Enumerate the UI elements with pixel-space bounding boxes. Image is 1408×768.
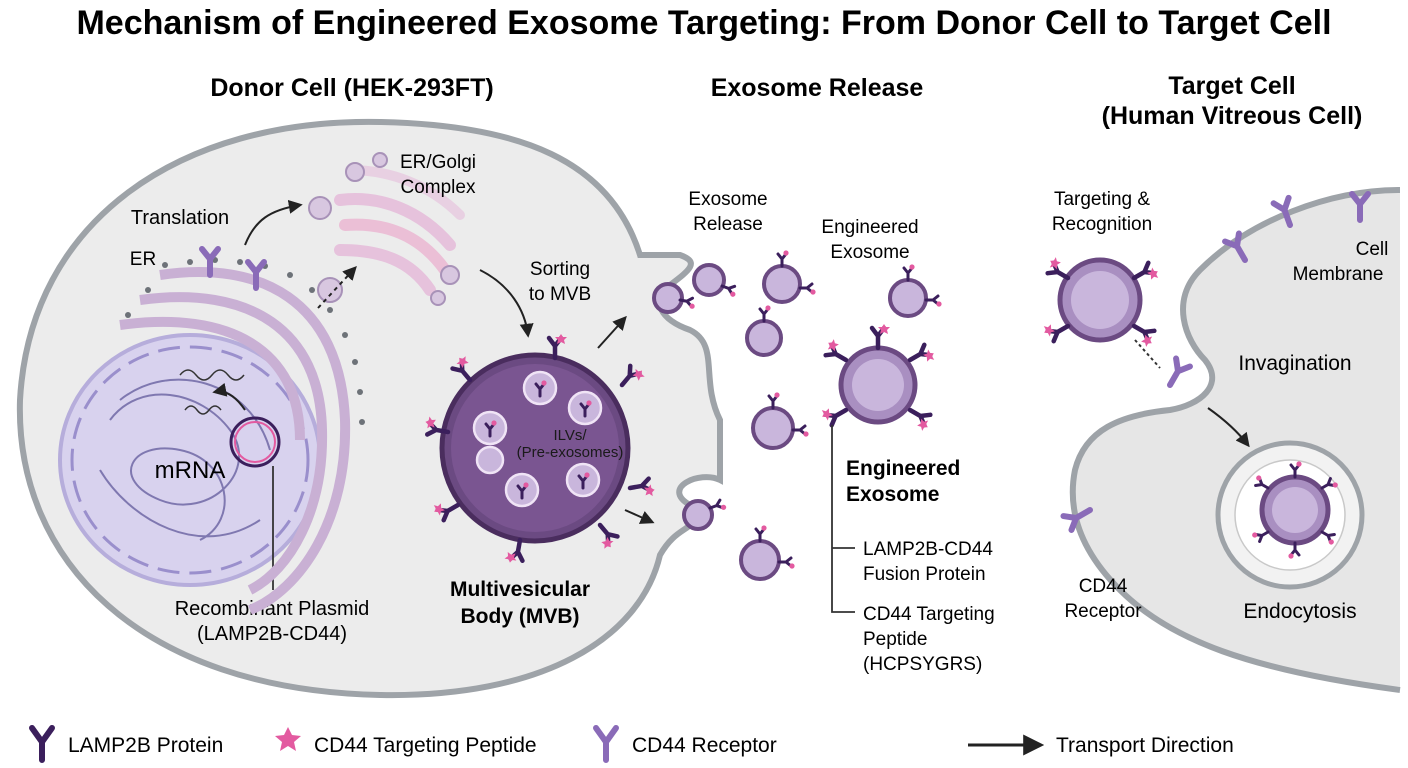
recombinant-plasmid xyxy=(229,416,281,590)
plasmid-label-1: Recombinant Plasmid xyxy=(175,598,370,620)
section-release-title: Exosome Release xyxy=(711,74,924,102)
ilvs-label-2: (Pre-exosomes) xyxy=(517,444,624,461)
endoplasmic-reticulum xyxy=(119,267,351,615)
mvb-release-arrow-2 xyxy=(624,509,655,524)
ilvs-label-1: ILVs/ xyxy=(553,427,587,444)
legend: LAMP2B Protein CD44 Targeting Peptide CD… xyxy=(29,725,1234,763)
sorting-arrow xyxy=(479,269,534,338)
mvb-label-2: Body (MVB) xyxy=(461,605,580,628)
endosome xyxy=(1215,440,1365,590)
fusion-protein-label-1: LAMP2B-CD44 xyxy=(863,539,993,560)
targeting-peptide-label-2: Peptide xyxy=(863,629,927,650)
exosome-release-label-1: Exosome xyxy=(688,189,767,210)
mvb-label-1: Multivesicular xyxy=(450,578,590,601)
nucleus xyxy=(58,333,322,587)
section-donor-title: Donor Cell (HEK-293FT) xyxy=(210,74,493,102)
released-exosomes xyxy=(652,263,928,581)
cd44-receptor-label-1: CD44 xyxy=(1079,576,1128,597)
targeting-peptide-label-3: (HCPSYGRS) xyxy=(863,654,982,675)
er-label: ER xyxy=(130,249,156,270)
sorting-label-2: to MVB xyxy=(529,284,591,305)
recognition-link xyxy=(1134,339,1161,369)
section-target-title-2: (Human Vitreous Cell) xyxy=(1102,102,1363,130)
er-to-golgi-arrow xyxy=(317,265,357,309)
receptor-legend-icon xyxy=(593,725,619,763)
translation-arrow xyxy=(244,199,303,246)
er-golgi-label-2: Complex xyxy=(401,177,476,198)
engineered-exosome-small-label-1: Engineered xyxy=(821,217,918,238)
targeting-label-2: Recognition xyxy=(1052,214,1152,235)
callout-bracket xyxy=(831,425,855,613)
sorting-label-1: Sorting xyxy=(530,259,590,280)
engineered-exosome-big-label-2: Exosome xyxy=(846,483,939,506)
golgi-complex xyxy=(334,165,465,296)
page-title: Mechanism of Engineered Exosome Targetin… xyxy=(76,4,1331,42)
section-target-title-1: Target Cell xyxy=(1168,72,1295,100)
golgi-vesicles xyxy=(308,152,460,306)
peptide-legend-icon xyxy=(275,727,301,751)
engineered-exosome-large xyxy=(838,345,918,425)
mvb-release-arrow-1 xyxy=(597,315,627,349)
plasmid-label-2: (LAMP2B-CD44) xyxy=(197,623,347,645)
cell-membrane-label-1: Cell xyxy=(1356,239,1389,260)
endocytosis-label: Endocytosis xyxy=(1243,600,1356,623)
er-golgi-label-1: ER/Golgi xyxy=(400,152,476,173)
cell-membrane-label-2: Membrane xyxy=(1293,264,1384,285)
transcription-arrow xyxy=(212,382,246,411)
legend-receptor: CD44 Receptor xyxy=(632,734,777,757)
targeting-peptide-label-1: CD44 Targeting xyxy=(863,604,995,625)
targeting-label-1: Targeting & xyxy=(1054,189,1150,210)
mrna-label: mRNA xyxy=(155,457,226,484)
endocytosis-arrow xyxy=(1207,407,1250,448)
fusion-protein-label-2: Fusion Protein xyxy=(863,564,986,585)
legend-peptide: CD44 Targeting Peptide xyxy=(314,734,537,757)
exosome-release-label-2: Release xyxy=(693,214,763,235)
legend-lamp2b: LAMP2B Protein xyxy=(68,734,223,757)
translation-label: Translation xyxy=(131,207,229,229)
invagination-label: Invagination xyxy=(1238,352,1351,375)
er-ribosomes xyxy=(125,257,365,425)
engineered-exosome-big-label-1: Engineered xyxy=(846,457,960,480)
multivesicular-body xyxy=(439,352,631,544)
engineered-exosome-small-label-2: Exosome xyxy=(830,242,909,263)
lamp2b-legend-icon xyxy=(29,725,55,763)
legend-transport: Transport Direction xyxy=(1056,734,1234,757)
targeting-exosome xyxy=(1057,257,1143,343)
cd44-receptor-label-2: Receptor xyxy=(1064,601,1142,622)
